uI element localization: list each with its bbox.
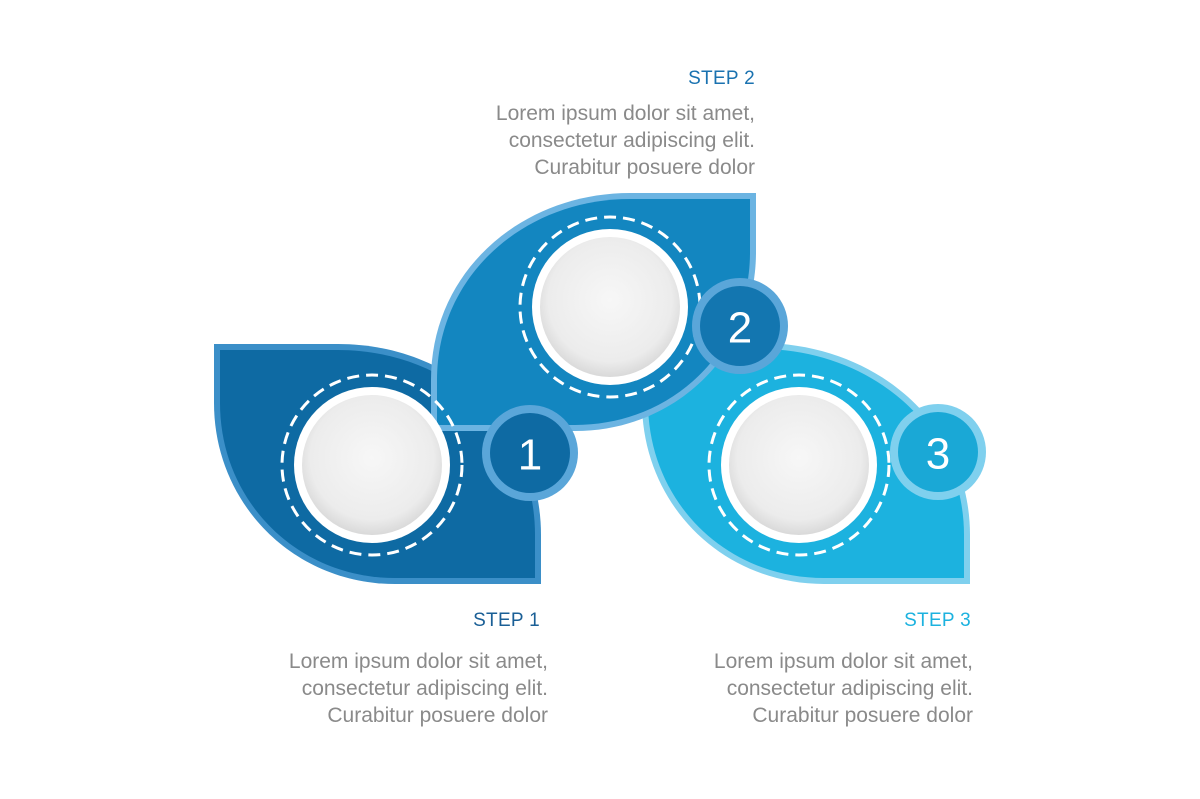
badge-step-1: 1 — [482, 405, 578, 501]
step-3-title: STEP 3 — [904, 610, 971, 631]
step-1-line-3: Curabitur posuere dolor — [327, 704, 548, 727]
badge-number-1: 1 — [518, 431, 542, 480]
step-2-line-2: consectetur adipiscing elit. — [508, 129, 755, 152]
step-1-title: STEP 1 — [473, 610, 540, 631]
step-1-line-1: Lorem ipsum dolor sit amet, — [288, 650, 548, 673]
step-2-description: Lorem ipsum dolor sit amet, consectetur … — [415, 100, 755, 181]
step-1-description: Lorem ipsum dolor sit amet, consectetur … — [208, 648, 548, 729]
circle-step-2 — [518, 215, 702, 399]
badge-step-3: 3 — [890, 404, 986, 500]
step-2-line-3: Curabitur posuere dolor — [534, 156, 755, 179]
step-2-title: STEP 2 — [688, 68, 755, 89]
circle-step-3 — [707, 373, 891, 557]
step-3-line-3: Curabitur posuere dolor — [752, 704, 973, 727]
step-3-line-1: Lorem ipsum dolor sit amet, — [713, 650, 973, 673]
badge-step-2: 2 — [692, 278, 788, 374]
step-1-line-2: consectetur adipiscing elit. — [301, 677, 548, 700]
circle-step-1 — [280, 373, 464, 557]
badge-number-2: 2 — [728, 304, 752, 353]
step-3-description: Lorem ipsum dolor sit amet, consectetur … — [633, 648, 973, 729]
step-3-line-2: consectetur adipiscing elit. — [726, 677, 973, 700]
badge-number-3: 3 — [926, 430, 950, 479]
step-2-line-1: Lorem ipsum dolor sit amet, — [495, 102, 755, 125]
